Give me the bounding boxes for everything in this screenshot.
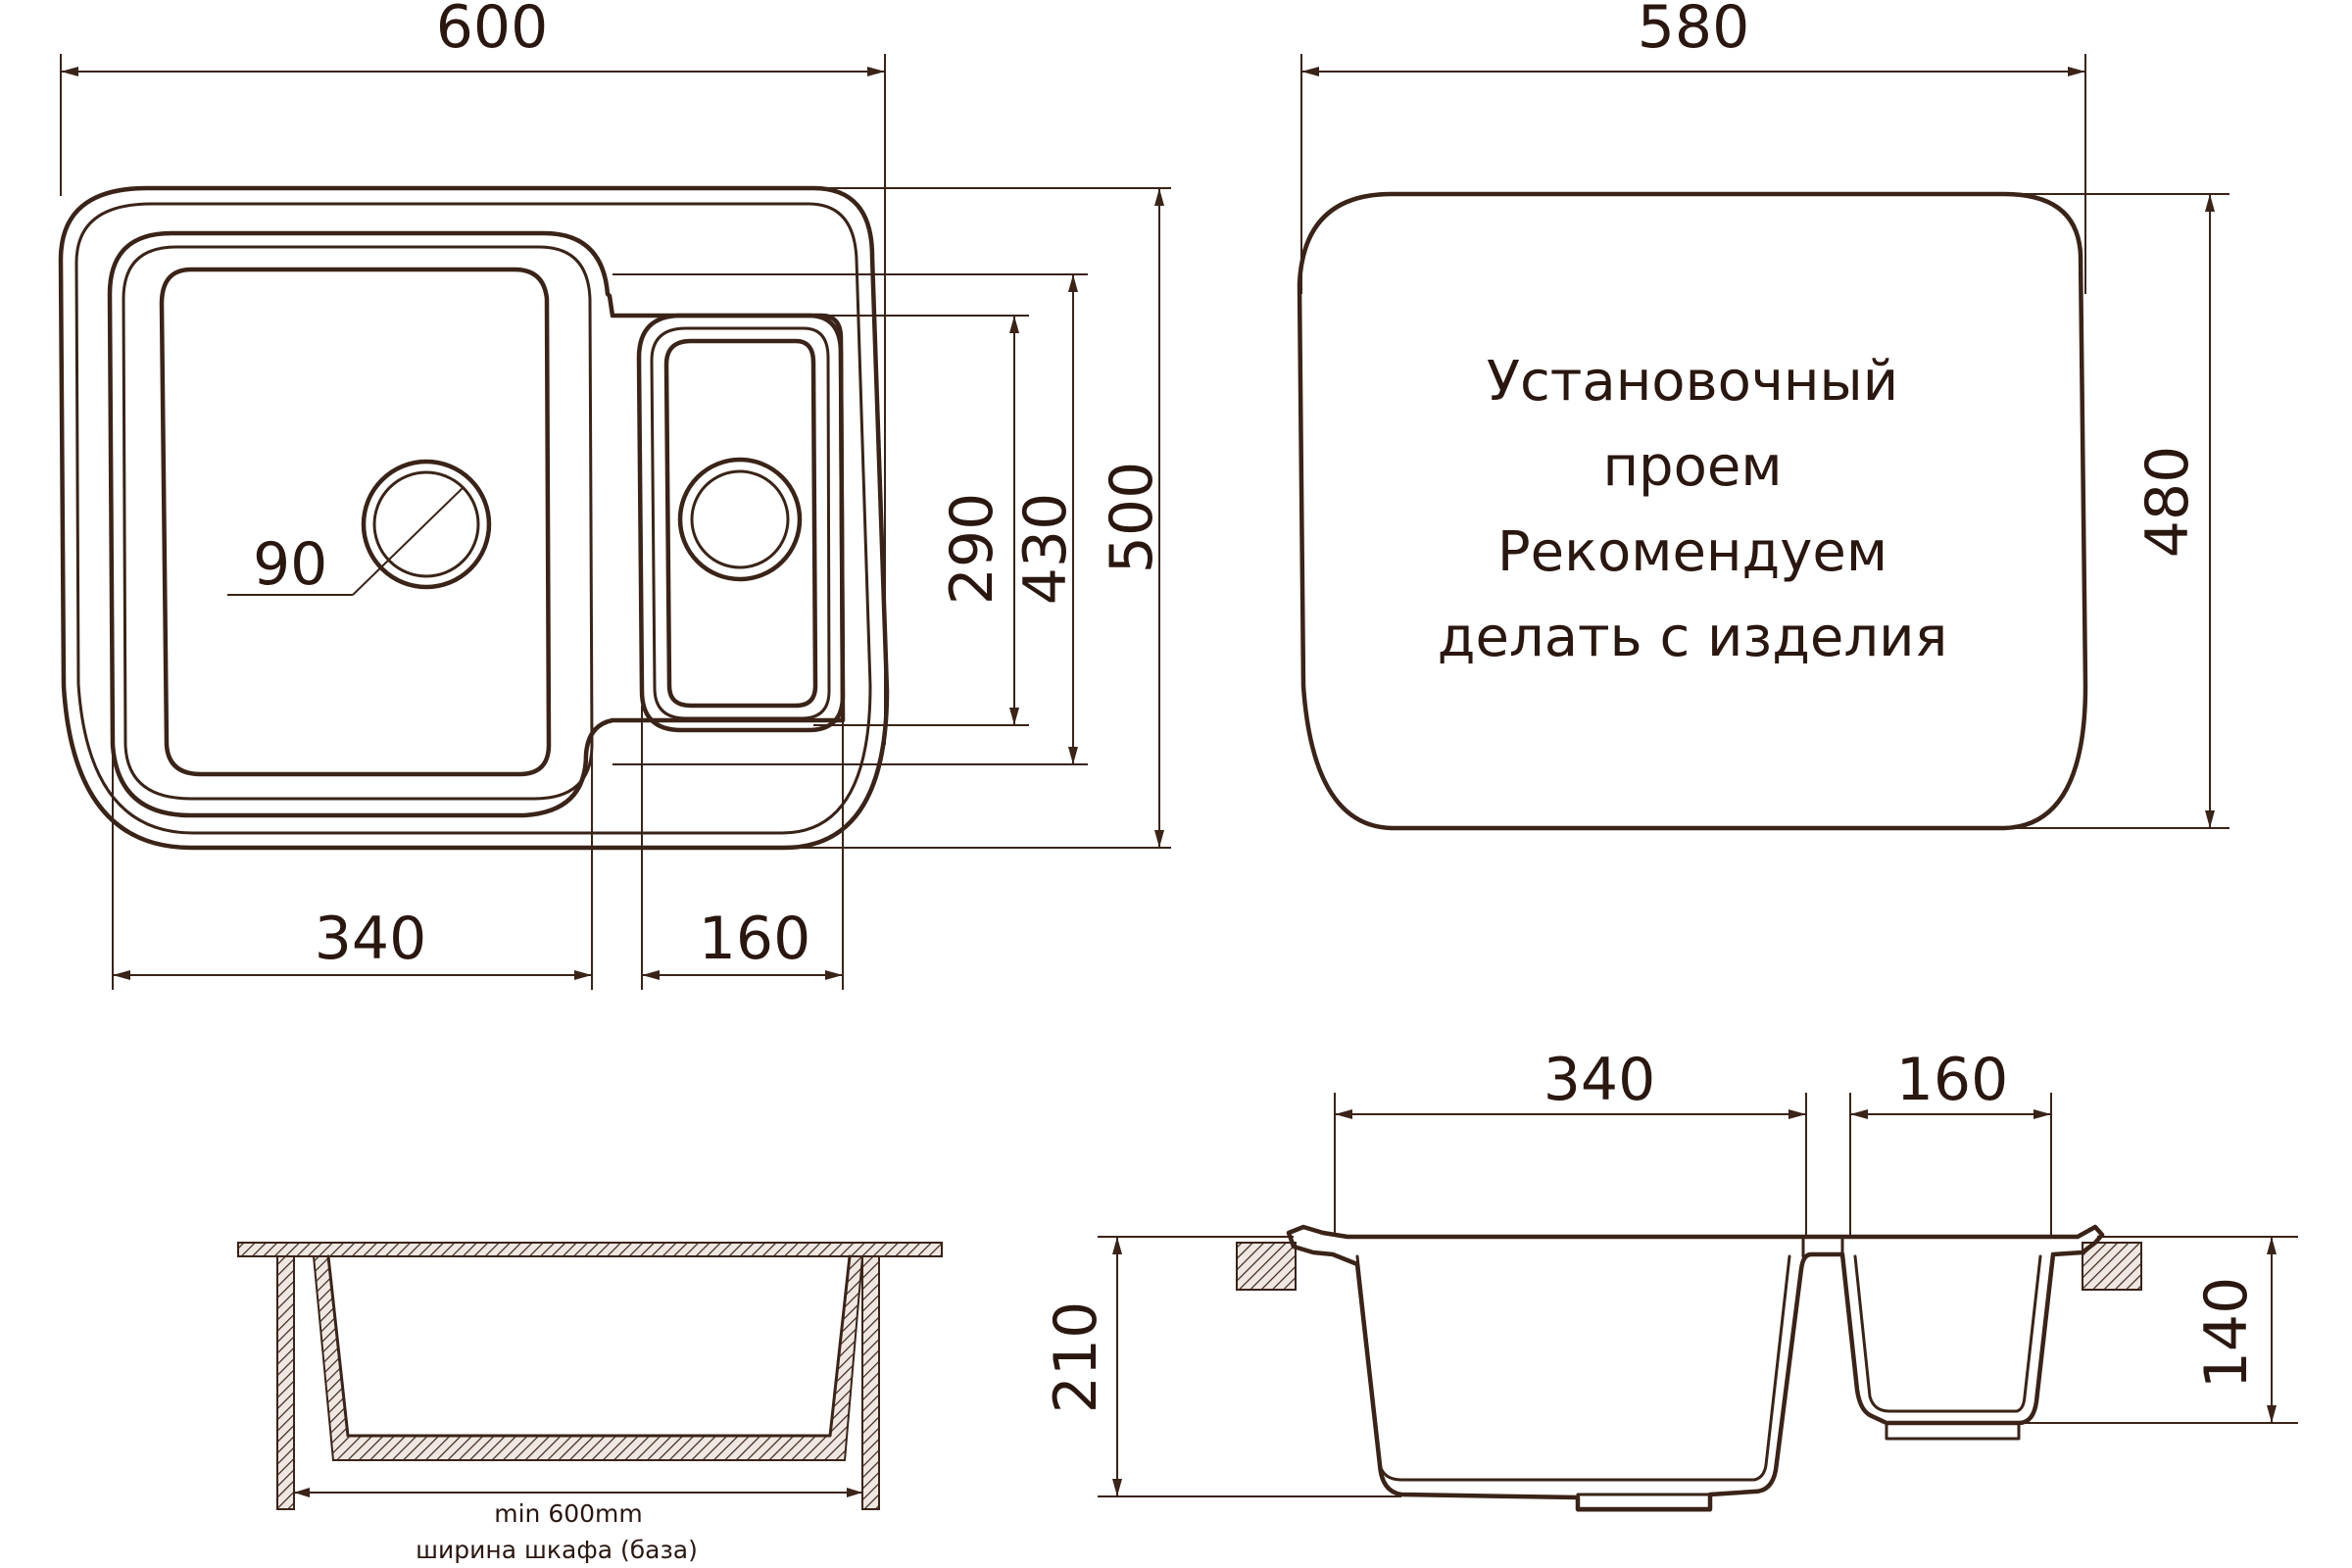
sink-plan-view: 90 600 500 430 290 340: [58, 0, 1171, 990]
small-bowl-drain-inner: [690, 469, 790, 569]
small-bowl-basin: [663, 338, 818, 709]
cutout-width-label: 580: [1638, 0, 1750, 62]
cabinet-note-line2: ширина шкафа (база): [416, 1536, 698, 1564]
section-big-width-label: 340: [1544, 1046, 1656, 1114]
big-bowl-inner-outline: [122, 245, 594, 801]
arrow: [1850, 1109, 1868, 1119]
arrow: [2267, 1237, 2277, 1254]
arrow: [1788, 1109, 1806, 1119]
big-bowl-drain-outer: [361, 459, 492, 590]
arrow: [1009, 316, 1019, 333]
arrow: [2205, 810, 2215, 828]
arrow: [1009, 708, 1019, 725]
cabinet-note-line1: min 600mm: [494, 1499, 643, 1528]
arrow: [825, 970, 843, 980]
sink-cross-section: 340 160 210 140: [1042, 1046, 2298, 1512]
arrow: [2205, 194, 2215, 212]
arrow: [1068, 274, 1078, 292]
arrow: [847, 1488, 862, 1497]
big-bowl-rim: [107, 230, 846, 818]
arrow: [642, 970, 660, 980]
small-bowl-width-label: 160: [699, 905, 811, 973]
section-small-width-label: 160: [1896, 1046, 2009, 1114]
arrow: [113, 970, 130, 980]
cutout-note-line4: делать с изделия: [1438, 606, 1948, 669]
arrow: [867, 67, 885, 76]
countertop-right-section: [2082, 1242, 2142, 1291]
small-bowl-inner-outline: [650, 326, 831, 720]
sink-section-inner-line: [326, 1254, 852, 1438]
cutout-note-line3: Рекомендуем: [1497, 520, 1887, 584]
sink-section-shell: [312, 1255, 864, 1461]
section-total-height-label: 210: [1042, 1301, 1110, 1414]
top-width-label: 600: [436, 0, 549, 62]
arrow: [2068, 67, 2085, 76]
cutout-note-line2: проем: [1602, 435, 1782, 499]
cutout-note-line1: Установочный: [1487, 350, 1898, 414]
drain-diameter-label: 90: [253, 530, 327, 599]
arrow: [1068, 747, 1078, 764]
cabinet-wall-right: [861, 1255, 880, 1510]
sink-section-inner-small: [1853, 1254, 2042, 1413]
arrow: [294, 1488, 310, 1497]
overall-depth-label: 500: [1098, 462, 1166, 574]
drain-fitting: [1576, 1493, 1712, 1512]
sink-section-outline: [1286, 1224, 2105, 1512]
small-drain-fitting: [1885, 1421, 2021, 1441]
cutout-outline: [1297, 191, 2088, 831]
drain-leader-diagonal: [352, 487, 464, 596]
arrow: [1301, 67, 1319, 76]
small-bowl-drain-outer: [677, 457, 803, 582]
big-bowl-basin: [159, 267, 552, 777]
arrow: [2267, 1405, 2277, 1423]
cutout-depth-label: 480: [2133, 446, 2202, 559]
sink-outer-contour: [58, 185, 890, 851]
cutout-template: Установочный проем Рекомендуем делать с …: [1297, 0, 2230, 831]
sink-section-inner-big: [1355, 1254, 1791, 1482]
inner-depth-label: 430: [1011, 493, 1080, 606]
arrow: [1154, 830, 1164, 848]
small-bowl-depth-label: 290: [938, 493, 1006, 606]
arrow: [61, 67, 78, 76]
arrow: [2034, 1109, 2051, 1119]
arrow: [1112, 1237, 1122, 1254]
big-bowl-width-label: 340: [315, 905, 427, 973]
arrow: [1335, 1109, 1352, 1119]
arrow: [1154, 188, 1164, 206]
big-bowl-drain-inner: [372, 470, 480, 578]
cabinet-section: min 600mm ширина шкафа (база): [237, 1242, 943, 1564]
arrow: [574, 970, 592, 980]
cabinet-wall-left: [276, 1255, 295, 1510]
small-bowl-rim: [636, 313, 846, 733]
sink-outer-contour-inner-line: [74, 202, 872, 835]
countertop: [237, 1242, 943, 1257]
section-small-height-label: 140: [2192, 1277, 2261, 1390]
sink-divider: [1801, 1235, 1844, 1258]
arrow: [1112, 1479, 1122, 1496]
countertop-left-section: [1236, 1242, 1297, 1291]
